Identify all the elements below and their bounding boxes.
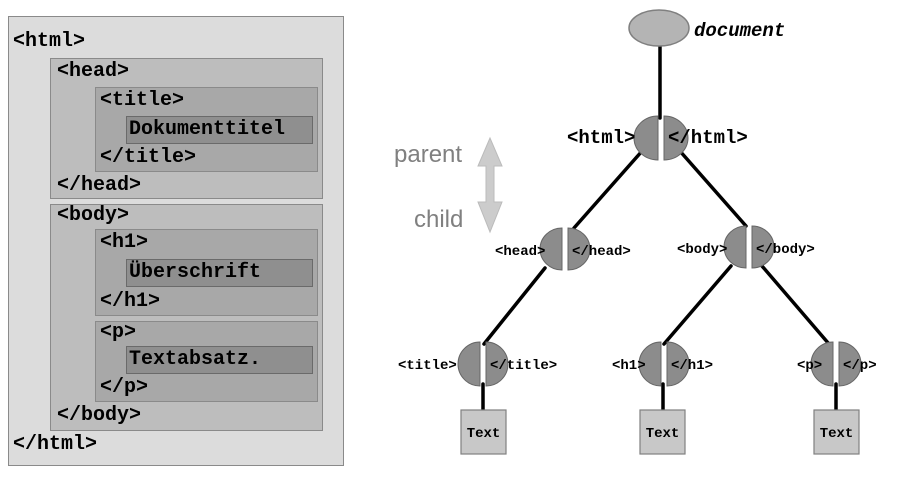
- edge-html-body: [677, 148, 748, 228]
- h1-node-open: <h1>: [612, 358, 646, 374]
- head-node: <head> </head>: [495, 227, 631, 271]
- p-open-tag: <p>: [100, 321, 137, 344]
- html-node-close: </html>: [668, 127, 748, 149]
- edge-body-h1: [662, 264, 733, 346]
- h1-close-tag: </h1>: [100, 290, 161, 313]
- text-leaf-title: Text: [460, 409, 507, 455]
- text-leaf-h1: Text: [639, 409, 686, 455]
- h1-node-right-half: [666, 341, 690, 387]
- title-node-open: <title>: [398, 358, 457, 374]
- h1-node-left-half: [638, 341, 662, 387]
- html-node: <html> </html>: [567, 115, 748, 161]
- head-open-tag: <head>: [57, 60, 130, 83]
- h1-open-tag: <h1>: [100, 231, 149, 254]
- body-node-right-half: [751, 225, 775, 269]
- h1-block: <h1> Überschrift </h1>: [95, 229, 318, 316]
- p-text-block: Textabsatz.: [126, 346, 313, 374]
- title-block: <title> Dokumenttitel </title>: [95, 87, 318, 172]
- p-text: Textabsatz.: [129, 348, 262, 371]
- head-node-left-half: [539, 227, 563, 271]
- edge-body-p: [760, 264, 831, 346]
- html-source-panel: <html> <head> <title> Dokumenttitel </ti…: [8, 16, 344, 466]
- body-block: <body> <h1> Überschrift </h1> <p> Textab…: [50, 204, 323, 431]
- title-node-right-half: [485, 341, 509, 387]
- text-leaf-h1-box: [639, 409, 686, 455]
- head-close-tag: </head>: [57, 174, 142, 197]
- h1-node: <h1> </h1>: [612, 341, 713, 387]
- body-node-close: </body>: [756, 242, 815, 258]
- body-close-tag: </body>: [57, 404, 142, 427]
- document-node: [628, 9, 690, 47]
- parent-label: parent: [394, 141, 462, 168]
- child-label: child: [414, 206, 463, 233]
- text-leaf-h1-label: Text: [646, 426, 680, 442]
- body-node: <body> </body>: [677, 225, 815, 269]
- p-node-right-half: [838, 341, 862, 387]
- text-leaf-title-box: [460, 409, 507, 455]
- title-text-block: Dokumenttitel: [126, 116, 313, 144]
- h1-text: Überschrift: [129, 261, 262, 284]
- body-node-open: <body>: [677, 242, 727, 258]
- body-open-tag: <body>: [57, 204, 130, 227]
- title-text: Dokumenttitel: [129, 118, 286, 141]
- html-close-tag: </html>: [13, 433, 98, 456]
- edge-head-title: [482, 266, 547, 346]
- p-node-close: </p>: [843, 358, 877, 374]
- parent-child-arrow: parent child: [394, 136, 503, 234]
- html-node-right-half: [663, 115, 689, 161]
- html-node-left-half: [633, 115, 659, 161]
- p-node-open: <p>: [797, 358, 822, 374]
- p-node-left-half: [810, 341, 834, 387]
- title-node-close: </title>: [490, 358, 557, 374]
- tree-edges: [481, 44, 838, 412]
- html-node-open: <html>: [567, 127, 635, 149]
- body-node-left-half: [723, 225, 747, 269]
- text-leaf-p-box: [813, 409, 860, 455]
- head-node-open: <head>: [495, 244, 545, 260]
- head-block: <head> <title> Dokumenttitel </title> </…: [50, 58, 323, 199]
- title-node-left-half: [457, 341, 481, 387]
- text-leaf-p-label: Text: [820, 426, 854, 442]
- h1-text-block: Überschrift: [126, 259, 313, 287]
- h1-node-close: </h1>: [671, 358, 713, 374]
- p-node: <p> </p>: [797, 341, 877, 387]
- document-label: document: [694, 20, 785, 42]
- p-block: <p> Textabsatz. </p>: [95, 321, 318, 402]
- p-close-tag: </p>: [100, 376, 149, 399]
- html-open-tag: <html>: [13, 30, 86, 53]
- double-arrow-icon: [477, 136, 503, 234]
- edge-html-head: [572, 148, 645, 230]
- head-node-right-half: [567, 227, 591, 271]
- text-leaf-p: Text: [813, 409, 860, 455]
- head-node-close: </head>: [572, 244, 631, 260]
- text-leaf-title-label: Text: [467, 426, 501, 442]
- title-node: <title> </title>: [398, 341, 557, 387]
- title-open-tag: <title>: [100, 89, 185, 112]
- title-close-tag: </title>: [100, 146, 197, 169]
